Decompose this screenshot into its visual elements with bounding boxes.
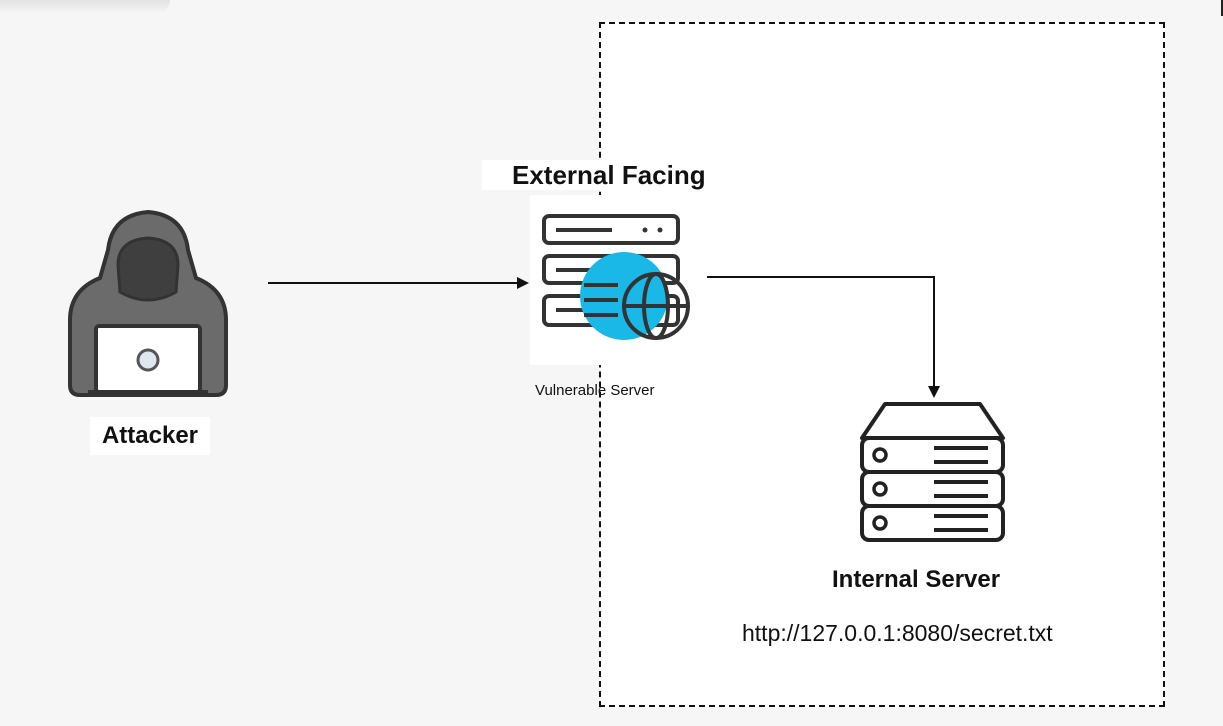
attacker-label: Attacker [90, 417, 210, 455]
server-stack-icon [860, 402, 1005, 542]
vulnerable-server-caption: Vulnerable Server [535, 382, 655, 399]
corner-shadow [0, 0, 170, 14]
web-server-globe-icon [542, 214, 690, 340]
internal-server-label: Internal Server [832, 566, 1001, 593]
arrow-external-to-internal [707, 276, 940, 398]
edge-mark [1221, 0, 1223, 16]
secret-url-label: http://127.0.0.1:8080/secret.txt [742, 620, 1053, 646]
external-facing-title: External Facing [482, 160, 722, 190]
hooded-hacker-laptop-icon [68, 209, 228, 397]
